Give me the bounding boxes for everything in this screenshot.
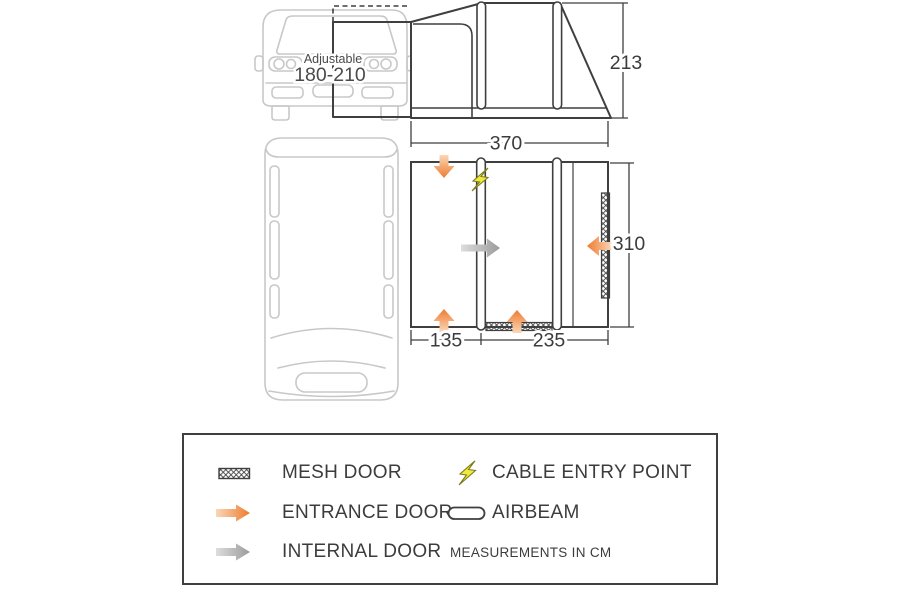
van-plan-window (269, 284, 280, 319)
dim-213-lines (562, 2, 628, 119)
van-plan-view (264, 137, 399, 401)
entrance-door-arrow-bottom-mid (506, 310, 528, 333)
side-door-outline (413, 23, 473, 117)
van-plan-body (264, 137, 399, 401)
cable-entry-point-symbol (471, 167, 490, 192)
airbeam-plan-rear (551, 157, 563, 331)
legend-label-mesh-door: MESH DOOR (282, 462, 402, 483)
van-plan-roof-edge (265, 148, 398, 158)
airbeam-icon (447, 506, 486, 520)
legend-item-airbeam: AIRBEAM (446, 498, 580, 528)
van-plan-window (269, 165, 280, 218)
dim-depth-label: 310 (613, 233, 646, 255)
van-headlight-right-lamp2 (380, 58, 392, 70)
dim-height-label: 213 (610, 52, 643, 74)
airbeam-side-front (476, 1, 487, 110)
entrance-door-icon (216, 504, 250, 522)
legend-label-cable-entry: CABLE ENTRY POINT (492, 462, 692, 483)
van-plan-cowl (277, 360, 386, 369)
dim-mid-section-label: 235 (533, 330, 566, 352)
cable-entry-point-icon (458, 460, 477, 486)
mesh-door-icon (217, 467, 250, 479)
van-front-body (262, 9, 408, 107)
legend-label-measurements-note: MEASUREMENTS IN CM (450, 544, 612, 560)
van-indicator-left (271, 86, 304, 99)
legend-item-mesh-door: MESH DOOR (212, 458, 402, 488)
dim-front-section-label: 135 (430, 330, 463, 352)
diagram-canvas: Adjustable 180-210 213 370 310 135 235 (254, 1, 646, 401)
internal-door-icon (216, 543, 250, 561)
mesh-door-icon-cell (212, 467, 256, 480)
entrance-door-arrow-right (587, 236, 612, 256)
side-outline (410, 2, 612, 119)
van-front-view (254, 9, 416, 121)
cable-entry-icon-cell (446, 460, 488, 486)
legend-label-internal-door: INTERNAL DOOR (282, 541, 442, 562)
van-plan-bonnet (295, 372, 368, 393)
airbeam-icon-cell (446, 506, 488, 521)
legend-item-internal-door: INTERNAL DOOR (212, 537, 441, 567)
van-indicator-right (361, 86, 394, 99)
awning-plan-view (410, 157, 611, 332)
van-plan-window (269, 220, 280, 280)
van-height-label-line1: Adjustable (304, 52, 362, 66)
dim-370-lines (410, 121, 609, 147)
van-headlight-left (268, 56, 303, 72)
dim-total-width-label: 370 (490, 133, 523, 155)
airbeam-plan-front (475, 157, 487, 331)
van-front-windscreen (276, 15, 397, 55)
van-mirror-left (254, 55, 264, 72)
plan-symbols (433, 155, 612, 333)
dim-135-235-lines (410, 330, 609, 345)
van-headlight-right (363, 56, 398, 72)
dim-310-lines (610, 162, 634, 328)
van-plan-bumper (268, 390, 395, 398)
awning-side-elevation (410, 1, 612, 119)
van-plan-windscreen (270, 327, 393, 339)
van-headlight-left-lamp (273, 58, 285, 70)
van-headlight-right-lamp (368, 58, 380, 70)
legend-item-measurements-note: MEASUREMENTS IN CM (446, 537, 611, 567)
van-height-label-line2: 180-210 (294, 64, 366, 86)
plan-outline (410, 161, 609, 328)
legend-item-cable-entry: CABLE ENTRY POINT (446, 458, 692, 488)
van-headlight-left-lamp2 (285, 58, 297, 70)
dimension-lines (410, 2, 634, 345)
entrance-door-arrow-bottom-left (433, 309, 455, 332)
legend-box: MESH DOOR ENTRANCE DOOR INTERNAL DOOR (182, 433, 718, 585)
airbeam-side-rear (552, 1, 563, 110)
van-plan-window (383, 284, 394, 319)
internal-door-arrow (461, 238, 500, 258)
entrance-door-icon-cell (212, 503, 256, 523)
awning-tunnel (332, 5, 411, 118)
tunnel-adjustable-range-dashed (332, 5, 409, 22)
van-plan-window (383, 220, 394, 280)
van-wheel-left (271, 105, 290, 121)
internal-door-icon-cell (212, 542, 256, 562)
legend-label-airbeam: AIRBEAM (492, 502, 580, 523)
legend-item-entrance-door: ENTRANCE DOOR (212, 498, 453, 528)
tunnel-outline (332, 21, 411, 118)
van-plan-window (383, 165, 394, 218)
entrance-door-arrow-top (433, 155, 455, 178)
legend-label-entrance-door: ENTRANCE DOOR (282, 502, 453, 523)
